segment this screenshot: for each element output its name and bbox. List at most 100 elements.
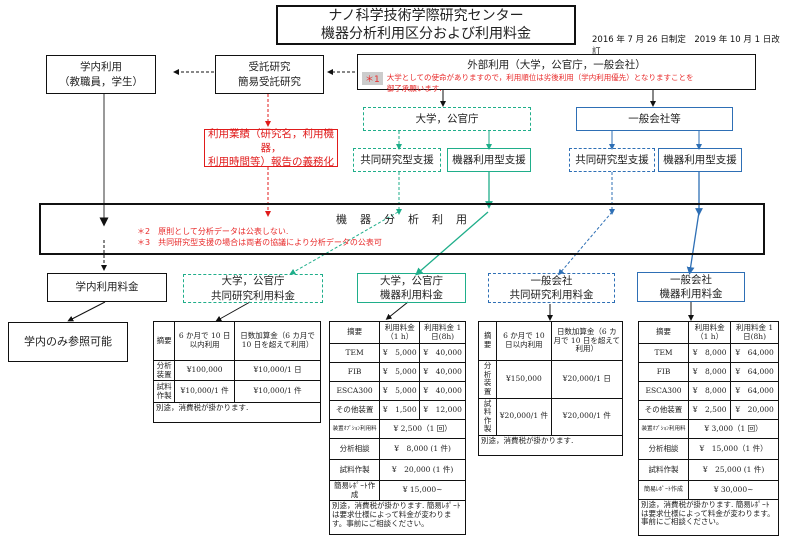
cell: TEM	[328, 343, 381, 363]
cell: その他装置	[328, 400, 381, 420]
cell: 試料作製	[152, 380, 176, 404]
table-row: TEM¥ 5,000¥ 40,000	[328, 343, 466, 363]
simple-commissioned-label: 簡易受託研究	[238, 75, 301, 88]
external-note-line-2: 御了承願います.	[386, 84, 442, 93]
cell: 分析装置	[477, 360, 498, 399]
univ-joint-fee-box: 大学，公官庁 共同研究利用料金	[183, 274, 323, 303]
table-header: 利用料金（1 h）	[379, 321, 421, 344]
report-obligation-box: 利用業績（研究名，利用機器， 利用時間等）報告の義務化	[204, 127, 338, 169]
cell: ¥ 15,000~	[379, 479, 466, 502]
table-row: 試料作製¥20,000/1 件¥20,000/1 件	[477, 397, 624, 436]
table-row: 試料作製¥ 20,000 (1 件)	[328, 459, 466, 481]
cell: ¥150,000	[496, 360, 552, 399]
table-footnote: 別途，消費税が掛かります.	[153, 402, 321, 424]
table-row: 分析相談¥ 8,000 (1 件)	[328, 438, 466, 460]
comp-equip-fee-line-2: 機器利用料金	[659, 288, 723, 300]
cell: ¥ 15,000（1 件）	[688, 438, 779, 460]
comp-equip-fee-line-1: 一般会社	[670, 273, 712, 286]
cell: ¥ 8,000	[688, 362, 732, 382]
report-obligation-line-1: 利用業績（研究名，利用機器，	[208, 127, 334, 154]
table-header: 日数加算金（6 カ月で 10 日を超えて利用）	[550, 321, 624, 361]
internal-only-box: 学内のみ参照可能	[8, 322, 128, 362]
table-row: ESCA300¥ 5,000¥ 40,000	[328, 381, 466, 401]
table-row: 装置ｵﾌﾟｼｮﾝ利用料¥ 3,000（1 回）	[637, 419, 779, 439]
table-row: 試料作製¥ 25,000 (1 件)	[637, 459, 779, 481]
revision-dates: 2016 年 7 月 26 日制定 2019 年 10 月 1 日改訂	[592, 35, 780, 57]
cell: ¥ 8,000 (1 件)	[379, 438, 466, 460]
cell: ESCA300	[328, 381, 381, 401]
cell: ¥ 3,000（1 回）	[688, 419, 779, 439]
note-1-marker: ＊1	[362, 72, 383, 85]
title-line-2: 機器分析利用区分および利用料金	[321, 26, 531, 42]
cell: ¥ 2,500	[688, 400, 732, 420]
table-header: 摘要	[328, 321, 381, 344]
cell: 簡易ﾚﾎﾟｰﾄ作成	[328, 479, 381, 502]
cell: ¥100,000	[174, 359, 236, 382]
table-header: 6 か月で 10 日以内利用	[174, 321, 236, 361]
univ-joint-fee-line-1: 大学，公官庁	[221, 275, 285, 288]
table-header: 利用料金 1 日(8h)	[730, 321, 779, 344]
line-fee-to-univ-joint-table	[215, 301, 251, 322]
table-footnote: 別途，消費税が掛かります.	[478, 435, 623, 456]
cell: ¥ 64,000	[730, 381, 779, 401]
internal-use-box: 学内利用 （教職員，学生）	[46, 55, 156, 94]
cell: TEM	[637, 343, 690, 363]
cell: その他装置	[637, 400, 690, 420]
cell: 試料作製	[477, 397, 498, 436]
univ-equip-support-box: 機器利用型支援	[447, 148, 531, 172]
cell: ¥ 30,000~	[688, 480, 779, 500]
table-row: 分析装置¥150,000¥20,000/1 日	[477, 360, 624, 399]
cell: ¥ 25,000 (1 件)	[688, 459, 779, 481]
cell: ¥ 8,000	[688, 343, 732, 363]
cell: 試料作製	[637, 459, 690, 481]
table-header: 利用料金 1 日(8h)	[419, 321, 466, 344]
line-analysis-to-univ-equip-fee	[415, 211, 489, 276]
cell: FIB	[328, 362, 381, 382]
cell: ¥ 40,000	[419, 362, 466, 382]
title-line-1: ナノ科学技術学際研究センター	[328, 7, 524, 24]
cell: 装置ｵﾌﾟｼｮﾝ利用料	[637, 419, 690, 439]
table-row: ESCA300¥ 8,000¥ 64,000	[637, 381, 779, 401]
comp-joint-fee-line-1: 一般会社	[530, 274, 573, 287]
table-row: 分析相談¥ 15,000（1 件）	[637, 438, 779, 460]
cell: ¥ 64,000	[730, 343, 779, 363]
table-row: 試料作製¥10,000/1 件¥10,000/1 件	[152, 380, 321, 404]
report-obligation-line-2: 利用時間等）報告の義務化	[208, 156, 334, 169]
table-row: 簡易ﾚﾎﾟｰﾄ作成¥ 15,000~	[328, 479, 466, 502]
comp-equip-fee-table: 摘要利用料金（1 h）利用料金 1 日(8h) TEM¥ 8,000¥ 64,0…	[637, 321, 779, 536]
table-row: FIB¥ 8,000¥ 64,000	[637, 362, 779, 382]
cell: ¥ 5,000	[379, 362, 421, 382]
cell: ¥ 40,000	[419, 381, 466, 401]
cell: 分析相談	[328, 438, 381, 460]
table-header: 日数加算金（6 カ月で 10 日を超えて利用）	[234, 321, 321, 361]
cell: ¥ 20,000	[730, 400, 779, 420]
table-row: その他装置¥ 1,500¥ 12,000	[328, 400, 466, 420]
cell: FIB	[637, 362, 690, 382]
univ-joint-fee-line-2: 共同研究利用料金	[211, 289, 295, 302]
cell: ¥ 2,500（1 回）	[379, 419, 466, 439]
table-footnote: 別途，消費税が掛かります. 簡易ﾚﾎﾟｰﾄは要求仕様によって料金が変わります。事…	[638, 499, 779, 536]
univ-equip-fee-box: 大学，公官庁 機器利用料金	[357, 273, 466, 303]
comp-joint-fee-box: 一般会社 共同研究利用料金	[488, 273, 615, 303]
cell: ¥20,000/1 件	[550, 397, 624, 436]
line-fee-to-univ-equip-table	[385, 301, 409, 320]
cell: ¥10,000/1 件	[174, 380, 236, 404]
company-box: 一般会社等	[576, 107, 733, 131]
cell: ¥ 5,000	[379, 343, 421, 363]
cell: 分析装置	[152, 359, 176, 382]
univ-joint-support-box: 共同研究型支援	[353, 148, 441, 172]
note-2: ＊2 原則として分析データは公表しない.	[137, 227, 289, 236]
univ-equip-fee-line-2: 機器利用料金	[380, 289, 443, 301]
cell: ¥ 5,000	[379, 381, 421, 401]
commissioned-label: 受託研究	[248, 61, 291, 74]
cell: ¥ 40,000	[419, 343, 466, 363]
external-use-box: 外部利用（大学，公官庁，一般会社） ＊1 大学としての使命がありますので，利用順…	[357, 54, 756, 93]
internal-fee-box: 学内利用料金	[47, 273, 167, 302]
cell: 分析相談	[637, 438, 690, 460]
table-row: その他装置¥ 2,500¥ 20,000	[637, 400, 779, 420]
comp-joint-support-box: 共同研究型支援	[569, 148, 655, 172]
comp-equip-fee-box: 一般会社 機器利用料金	[637, 272, 745, 302]
table-row: 分析装置¥100,000¥10,000/1 日	[152, 359, 321, 382]
